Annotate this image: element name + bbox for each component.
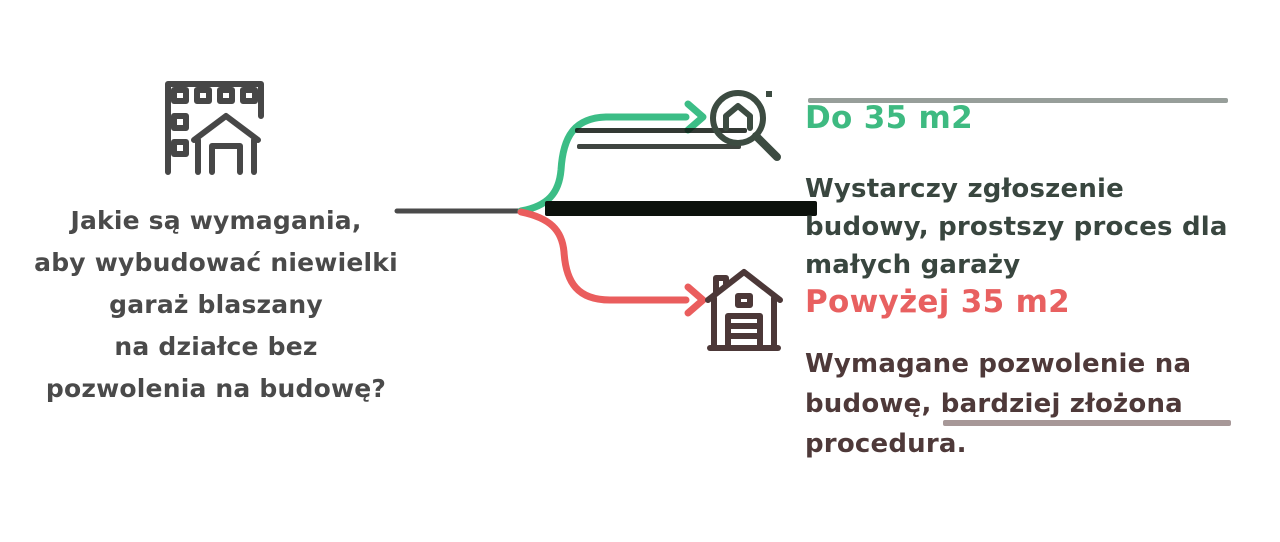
garage-house-icon xyxy=(705,269,783,351)
redacted-text-streak xyxy=(577,144,741,149)
branch-arrow-bottom xyxy=(517,208,690,304)
redacted-text-streak xyxy=(808,98,1228,103)
body-line: Wystarczy zgłoszenie xyxy=(805,174,1124,204)
heading-do-35-m2: Do 35 m2 xyxy=(805,100,974,136)
body-do-35-m2: Wystarczy zgłoszenie budowy, prostszy pr… xyxy=(805,170,1245,284)
redacted-text-streak xyxy=(575,128,747,133)
body-line: budowę, bardziej złożona xyxy=(805,389,1183,419)
question-line: aby wybudować niewielki xyxy=(34,248,398,277)
body-line: budowy, prostszy proces dla xyxy=(805,212,1228,242)
heading-powyzej-35-m2: Powyżej 35 m2 xyxy=(805,284,1071,320)
question-line: Jakie są wymagania, xyxy=(70,206,362,235)
question-text: Jakie są wymagania, aby wybudować niewie… xyxy=(30,200,402,410)
question-line: na działce bez xyxy=(114,332,318,361)
body-line: Wymagane pozwolenie na xyxy=(805,349,1192,379)
building-with-garage-icon xyxy=(165,81,264,175)
redacted-text-streak xyxy=(943,420,1231,426)
magnifier-house-icon xyxy=(710,90,781,161)
body-powyzej-35-m2: Wymagane pozwolenie na budowę, bardziej … xyxy=(805,344,1245,464)
body-line: procedura. xyxy=(805,429,967,459)
question-line: garaż blaszany xyxy=(109,290,323,319)
redacted-label-bar xyxy=(545,201,817,216)
body-line: małych garaży xyxy=(805,250,1021,280)
question-line: pozwolenia na budowę? xyxy=(45,374,387,403)
